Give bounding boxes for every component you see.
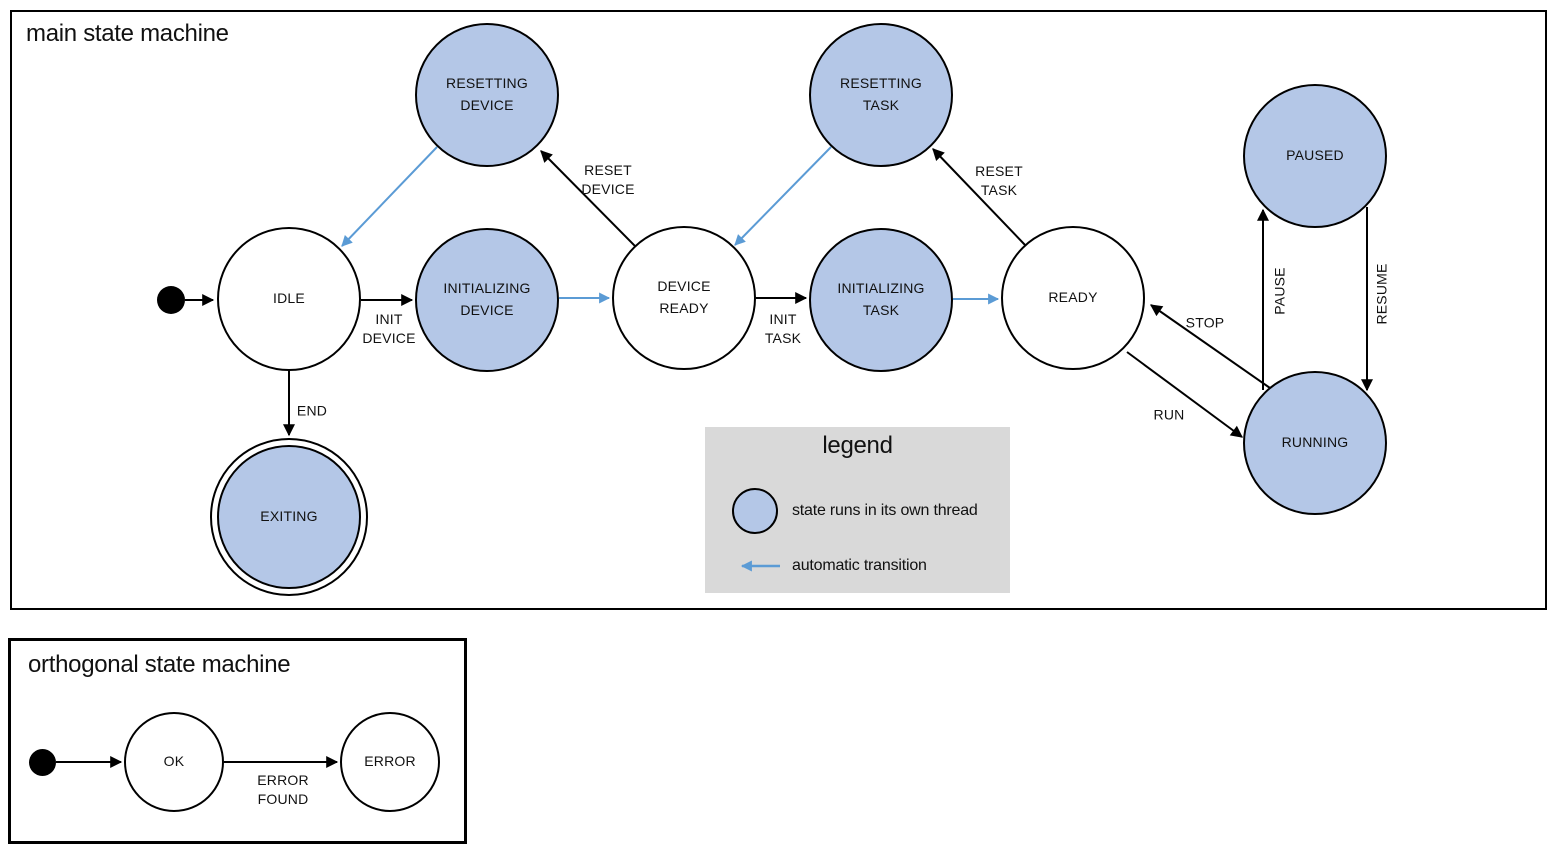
threaded-state-circle-icon xyxy=(732,488,778,534)
state-exiting-final-ring: EXITING xyxy=(210,438,368,596)
transition-reset-device xyxy=(540,150,637,248)
transition-auto-resetting-task-to-device-ready xyxy=(734,146,832,246)
automatic-transition-arrow-icon xyxy=(740,560,780,572)
transition-label-init-device: INIT DEVICE xyxy=(362,311,416,346)
state-idle: IDLE xyxy=(217,227,361,371)
orthogonal-state-machine-title: orthogonal state machine xyxy=(28,651,291,678)
transition-label-pause: PAUSE xyxy=(1271,267,1288,315)
transition-label-end: END xyxy=(296,402,328,419)
legend-threaded-state-label: state runs in its own thread xyxy=(792,502,978,519)
state-resetting-task: RESETTING TASK xyxy=(809,23,953,167)
transition-auto-resetting-device-to-idle xyxy=(341,146,438,247)
transition-label-reset-device: RESET DEVICE xyxy=(581,162,635,197)
state-initializing-task: INITIALIZING TASK xyxy=(809,228,953,372)
state-error: ERROR xyxy=(340,712,440,812)
transition-label-init-task: INIT TASK xyxy=(764,311,802,346)
state-resetting-device: RESETTING DEVICE xyxy=(415,23,559,167)
transition-label-error-found: ERROR FOUND xyxy=(257,772,309,807)
transition-reset-task xyxy=(932,148,1027,247)
transition-stop xyxy=(1150,304,1271,389)
state-ok: OK xyxy=(124,712,224,812)
transition-label-resume: RESUME xyxy=(1373,263,1390,325)
initial-state-dot-main xyxy=(157,286,185,314)
main-state-machine-frame: main state machine xyxy=(10,10,1547,610)
legend-title: legend xyxy=(822,432,893,459)
state-ready: READY xyxy=(1001,226,1145,370)
orthogonal-state-machine-frame: orthogonal state machine xyxy=(8,638,467,844)
transition-label-stop: STOP xyxy=(1185,314,1225,331)
state-running: RUNNING xyxy=(1243,371,1387,515)
transition-label-run: RUN xyxy=(1153,406,1185,423)
state-initializing-device: INITIALIZING DEVICE xyxy=(415,228,559,372)
state-paused: PAUSED xyxy=(1243,84,1387,228)
initial-state-dot-orthogonal xyxy=(29,749,56,776)
legend-item-threaded-state: state runs in its own thread xyxy=(732,488,978,534)
legend-box: legend state runs in its own thread auto… xyxy=(705,427,1010,593)
main-state-machine-title: main state machine xyxy=(26,20,229,47)
state-device-ready: DEVICE READY xyxy=(612,226,756,370)
transition-label-reset-task: RESET TASK xyxy=(975,163,1023,198)
state-exiting: EXITING xyxy=(217,445,361,589)
legend-item-automatic-transition: automatic transition xyxy=(732,557,927,575)
transition-run xyxy=(1126,351,1243,438)
legend-automatic-transition-label: automatic transition xyxy=(792,557,927,574)
